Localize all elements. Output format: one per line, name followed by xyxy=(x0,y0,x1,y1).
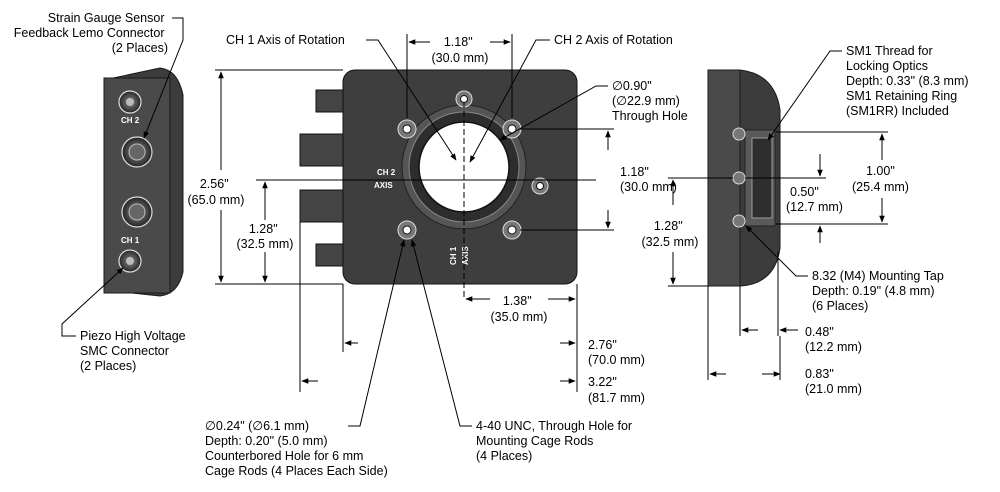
lemo-connector-ch2-core xyxy=(128,143,146,161)
dim-050: 0.50" (12.7 mm) xyxy=(786,185,843,214)
smc-connector-ch1-pin xyxy=(126,257,134,265)
axis-height-dim: 1.28" (32.5 mm) xyxy=(237,222,294,251)
sm1-thread-label: SM1 Thread for Locking Optics Depth: 0.3… xyxy=(846,44,972,118)
through-hole-leader xyxy=(499,85,608,141)
mounting-tap-leader xyxy=(745,225,808,277)
ch1-label: CH 1 xyxy=(121,236,140,245)
counterbore-label: ∅0.24" (∅6.1 mm) Depth: 0.20" (5.0 mm) C… xyxy=(205,419,388,478)
cage-rod-holes xyxy=(397,90,549,240)
front-connector-lemo-bottom xyxy=(299,189,345,223)
svg-text:CH 1: CH 1 xyxy=(449,246,458,265)
ch2-axis-mark: CH 2 AXIS xyxy=(374,168,397,190)
mounting-tap-label: 8.32 (M4) Mounting Tap Depth: 0.19" (4.8… xyxy=(812,269,947,313)
dim-100: 1.00" (25.4 mm) xyxy=(852,164,909,194)
mounting-tap xyxy=(732,127,746,141)
dim-083: 0.83" (21.0 mm) xyxy=(805,367,862,396)
mounting-tap xyxy=(732,214,746,228)
through-hole-label: ∅0.90" (∅22.9 mm) Through Hole xyxy=(612,79,688,123)
ch2-axis-callout: CH 2 Axis of Rotation xyxy=(554,33,673,47)
smc-connector-ch2-pin xyxy=(126,98,134,106)
left-side-view: CH 2 CH 1 Strain Gauge Sensor Feedback L… xyxy=(14,11,189,373)
piezo-connector-leader xyxy=(61,267,124,337)
lemo-connector-ch1-core xyxy=(128,203,146,221)
center-offset-dim: 1.38" (35.0 mm) xyxy=(491,294,548,324)
sm1-thread-leader xyxy=(767,50,842,141)
front-view: CH 2 AXIS CH 1 AXIS CH 1 Axis of Rotatio… xyxy=(188,33,688,478)
height-dim: 2.56" (65.0 mm) xyxy=(188,177,245,207)
top-width-dim: 1.18" (30.0 mm) xyxy=(432,35,489,65)
ch1-axis-leader xyxy=(366,39,457,161)
piezo-connector-label: Piezo High Voltage SMC Connector (2 Plac… xyxy=(80,329,189,373)
right-spacing-dim: 1.18" (30.0 mm) xyxy=(620,165,677,194)
ch1-axis-callout: CH 1 Axis of Rotation xyxy=(226,33,345,47)
svg-text:AXIS: AXIS xyxy=(461,246,470,265)
strain-gauge-leader xyxy=(143,17,184,139)
ch1-axis-mark: CH 1 AXIS xyxy=(449,246,470,265)
mounting-tap xyxy=(732,171,746,185)
front-connector-lemo-top xyxy=(299,133,345,167)
dim-048: 0.48" (12.2 mm) xyxy=(805,325,862,354)
counterbore-leader xyxy=(348,239,406,427)
ch2-axis-leader xyxy=(469,39,550,163)
front-connector-top xyxy=(315,89,345,113)
cage-rod-hole-label: 4-40 UNC, Through Hole for Mounting Cage… xyxy=(476,419,636,463)
width-dim: 2.76" (70.0 mm) xyxy=(588,338,645,367)
right-side-view: SM1 Thread for Locking Optics Depth: 0.3… xyxy=(642,44,972,396)
cage-rod-hole-leader xyxy=(410,239,472,427)
strain-gauge-label: Strain Gauge Sensor Feedback Lemo Connec… xyxy=(14,11,168,55)
overall-width-dim: 3.22" (81.7 mm) xyxy=(588,375,645,405)
ch2-label: CH 2 xyxy=(121,116,140,125)
dim-128-right: 1.28" (32.5 mm) xyxy=(642,219,699,249)
front-connector-bottom xyxy=(315,243,345,267)
